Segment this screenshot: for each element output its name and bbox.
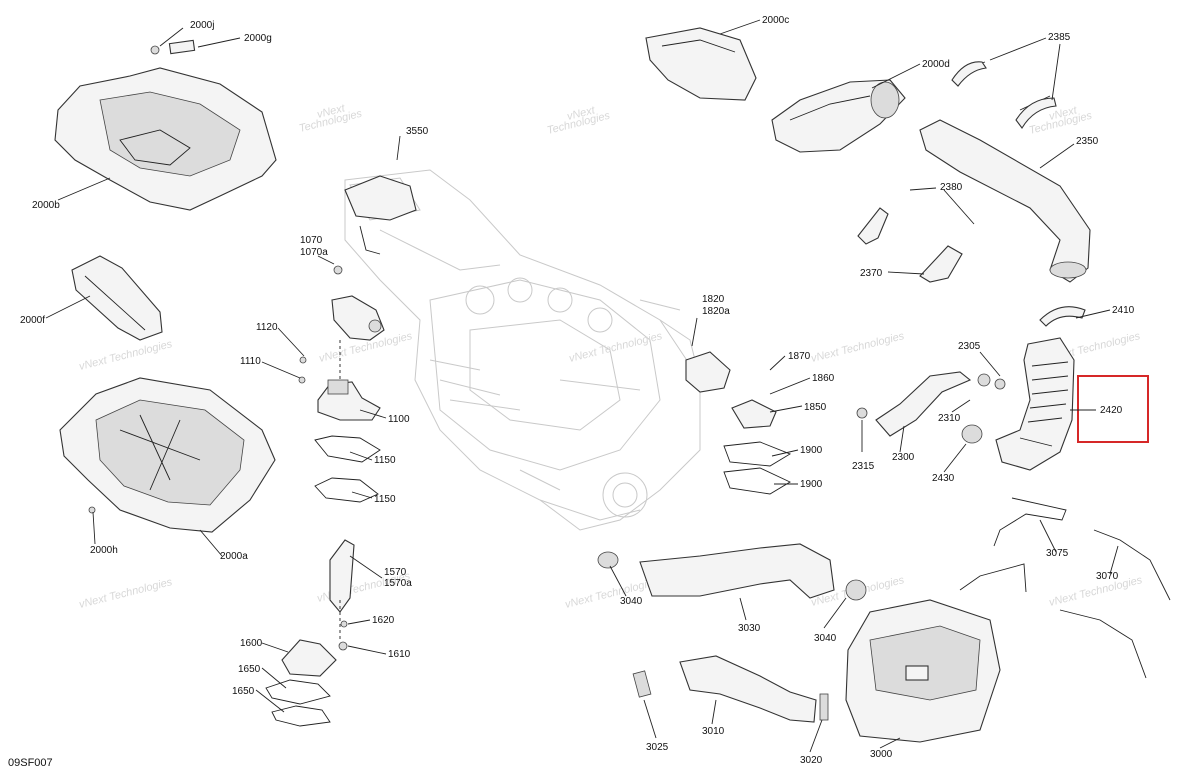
callout-label: 1650 — [238, 664, 261, 675]
callout-label: 1860 — [812, 373, 835, 384]
callout-label: 2300 — [892, 452, 915, 463]
callout-label: 3030 — [738, 623, 761, 634]
callout-label: 2350 — [1076, 136, 1099, 147]
callout-label-highlighted: 2420 — [1100, 405, 1123, 416]
callout-label: 2000g — [244, 33, 272, 44]
engine-block-ghost — [344, 169, 701, 531]
part-engine-mount-rear — [265, 539, 355, 727]
callout-label: 3020 — [800, 755, 823, 766]
callout-label: 2000j — [190, 20, 214, 31]
callout-label: 2305 — [958, 341, 981, 352]
callout-label: 2380 — [940, 182, 963, 193]
callout-label: 1870 — [788, 351, 811, 362]
part-intercooler-pipe-3030 — [597, 543, 867, 601]
callout-label: 1150 — [374, 494, 396, 505]
callout-label: 1900 — [800, 479, 823, 490]
part-intake-duct — [645, 27, 906, 153]
callout-label: 1900 — [800, 445, 823, 456]
highlight-box-2420 — [1077, 375, 1149, 443]
callout-label: 1570 — [384, 567, 407, 578]
part-brackets-3070-3075 — [959, 497, 1171, 679]
part-engine-mount-front — [298, 265, 385, 503]
leader-lines — [45, 19, 1119, 753]
part-module-3550 — [344, 175, 417, 255]
callout-label: 1600 — [240, 638, 263, 649]
callout-label: 3040 — [814, 633, 837, 644]
callout-label: 2310 — [938, 413, 961, 424]
callout-label: 1110 — [240, 356, 261, 367]
callout-label: 2000b — [32, 200, 60, 211]
part-air-hose-upper — [857, 61, 1091, 327]
callout-label: 2000d — [922, 59, 950, 70]
callout-label: 1120 — [256, 322, 278, 333]
callout-label: 1820a — [702, 306, 730, 317]
callout-label: 2410 — [1112, 305, 1135, 316]
watermark: vNext Technologies — [810, 330, 906, 365]
part-small-hose-2300 — [856, 371, 1006, 444]
part-bottom-tray — [59, 377, 276, 533]
callout-label: 1570a — [384, 578, 412, 589]
part-engine-cover — [54, 39, 277, 211]
callout-label: 2000f — [20, 315, 45, 326]
watermark: vNext Technologies — [78, 338, 174, 373]
callout-label: 1070a — [300, 247, 328, 258]
callout-label: 2430 — [932, 473, 955, 484]
callout-label: 2315 — [852, 461, 875, 472]
callout-label: 3040 — [620, 596, 643, 607]
part-side-panel — [71, 255, 163, 341]
callout-label: 2000h — [90, 545, 118, 556]
callout-label: 1650 — [232, 686, 255, 697]
part-mount-1850 — [685, 351, 792, 495]
callout-label: 3000 — [870, 749, 893, 760]
callout-label: 2385 — [1048, 32, 1071, 43]
diagram-code: 09SF007 — [8, 757, 53, 769]
part-intercooler-3000 — [845, 599, 1001, 743]
watermark: vNext Technologies — [568, 330, 664, 365]
callout-label: 3070 — [1096, 571, 1119, 582]
callout-label: 1070 — [300, 235, 323, 246]
callout-label: 1610 — [388, 649, 411, 660]
part-intercooler-hose-2420 — [995, 337, 1075, 471]
part-intercooler-pipe-3010 — [632, 655, 829, 723]
watermark: vNext Technologies — [78, 576, 174, 611]
callout-label: 1820 — [702, 294, 725, 305]
callout-label: 2000a — [220, 551, 248, 562]
callout-label: 3550 — [406, 126, 429, 137]
callout-label: 1850 — [804, 402, 827, 413]
callout-label: 2370 — [860, 268, 883, 279]
callout-label: 3075 — [1046, 548, 1069, 559]
callout-label: 2000c — [762, 15, 789, 26]
callout-labels: 2000j 2000g 2000b 2000f 2000h 2000a 3550… — [20, 15, 1135, 766]
callout-label: 1620 — [372, 615, 395, 626]
callout-label: 1100 — [388, 414, 410, 425]
callout-label: 3025 — [646, 742, 669, 753]
callout-label: 1150 — [374, 455, 396, 466]
watermark: vNext Technologies — [564, 576, 660, 611]
callout-label: 3010 — [702, 726, 725, 737]
